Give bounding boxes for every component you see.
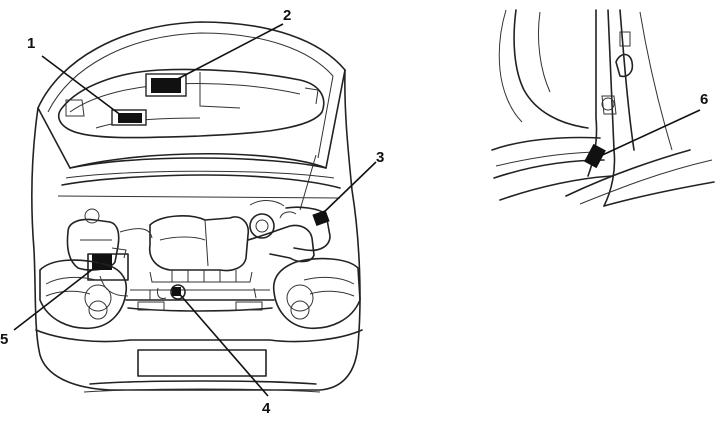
car-body-outline xyxy=(31,69,361,391)
engine-bay xyxy=(66,200,331,300)
hood-panel xyxy=(37,21,346,169)
leader-lines xyxy=(13,23,701,397)
headlamp-left xyxy=(39,259,128,330)
car-front-illustration xyxy=(31,21,363,393)
callout-2: 2 xyxy=(283,7,291,24)
label-3-marker xyxy=(312,209,330,227)
door-pillar-illustration xyxy=(491,9,715,207)
license-plate xyxy=(137,349,267,377)
label-6-marker xyxy=(584,143,606,169)
callout-4: 4 xyxy=(262,400,271,417)
callout-3: 3 xyxy=(376,149,384,166)
front-bumper xyxy=(35,329,363,343)
callout-1: 1 xyxy=(27,35,35,52)
callout-6: 6 xyxy=(700,91,708,108)
label-1-marker xyxy=(118,113,142,123)
callout-5: 5 xyxy=(0,331,8,348)
headlamp-right xyxy=(272,257,361,330)
